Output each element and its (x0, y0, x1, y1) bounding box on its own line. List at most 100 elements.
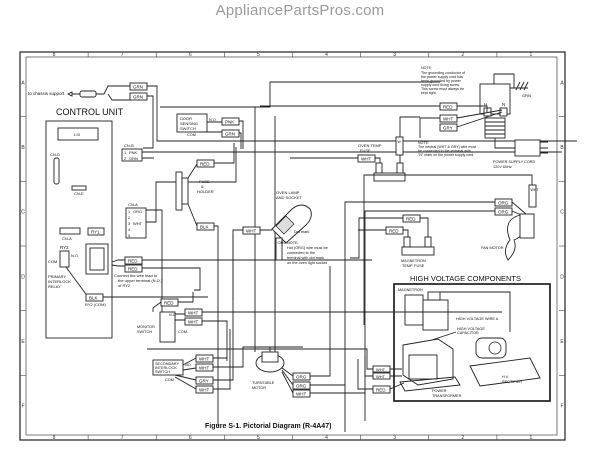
frame-marker: E (21, 339, 25, 345)
diagram-label: MOTOR (252, 386, 266, 390)
fan-motor: WHT ORG ORG FAN MOTOR (344, 174, 540, 432)
diagram-shape (242, 226, 261, 235)
diagram-shape (399, 376, 461, 392)
diagram-shape (232, 229, 272, 300)
monitor-switch: RED N.C. MONITOR SWITCH COM. WHT WHT (137, 292, 502, 361)
ry2-note: Connect the wire lead to (114, 273, 158, 278)
diagram-shape (142, 259, 372, 291)
diagram-label: POWER (432, 389, 447, 393)
diagram-shape (196, 222, 215, 231)
cn-b-connector: CN-B 1 PNK 2 GRN (121, 143, 562, 162)
power-supply-cord: NOTE: The grounding conductor of the pow… (260, 66, 548, 169)
frame-marker: 6 (189, 435, 192, 441)
diagram-label: 3 (128, 221, 131, 226)
diagram-label: COM (165, 378, 174, 382)
diagram-shape (89, 247, 105, 271)
diagram-label: of RY2 (118, 283, 131, 288)
diagram-label: CAPACITOR (457, 331, 479, 335)
diagram-shape (261, 351, 279, 363)
figure-caption: Figure S-1. Pictorial Diagram (R-4A47) (205, 423, 331, 430)
wire-tag: GRN (133, 85, 143, 90)
diagram-label: 2 (124, 156, 127, 161)
diagram-label: GRN (129, 156, 138, 161)
oven-lamp-socket: OVEN LAMP AND SOCKET WHT Dot mark ORG NO… (232, 190, 328, 300)
diagram-shape (260, 105, 503, 138)
diagram-label: Hot (ORG) wire must be (287, 246, 328, 250)
diagram-shape (385, 226, 404, 235)
diagram-label: This screw must always be (421, 87, 464, 91)
diagram-label: 4 (128, 227, 131, 232)
diagram-shape (146, 147, 237, 330)
diagram-shape (196, 159, 215, 168)
diagram-label: INTERLOCK (155, 366, 177, 370)
diagram-shape (184, 317, 203, 326)
diagram-label: WHT (531, 188, 540, 192)
frame-marker: A (560, 80, 564, 86)
site-title: AppliancePartsPros.com (215, 2, 385, 19)
diagram-shape (373, 172, 406, 182)
diagram-label: been grounded by power (421, 79, 462, 83)
diagram-label: SENSING (180, 121, 198, 126)
diagram-label: MONITOR (137, 325, 155, 329)
diagram-label: CN-B (124, 143, 134, 148)
diagram-shape (129, 92, 148, 101)
diagram-shape (65, 266, 89, 298)
diagram-shape (485, 121, 505, 135)
frame-marker: 1 (530, 435, 533, 441)
wire-tag: WHT (443, 117, 453, 122)
lsi-label: LSI (74, 132, 80, 137)
diagram-label: GRN (522, 93, 531, 98)
frame-marker: 2 (461, 435, 464, 441)
diagram-shape (290, 116, 420, 163)
cn-e-label: CN-E (74, 191, 84, 196)
diagram-shape (121, 148, 143, 162)
diagram-shape (174, 235, 303, 390)
diagram-label: 2 (128, 215, 131, 220)
diagram-shape (175, 311, 502, 361)
diagram-shape (143, 85, 577, 149)
diagram-shape (152, 359, 184, 376)
wire-tag: WHT (376, 374, 386, 379)
wire-tag: WHT (376, 367, 386, 372)
diagram-shape (195, 363, 214, 372)
diagram-shape (124, 264, 143, 273)
diagram-shape (493, 73, 529, 91)
diagram-label: FUSE (199, 179, 210, 184)
wire-tag: WHT (188, 311, 198, 316)
diagram-shape (175, 171, 183, 211)
ry2-label: RY2 (60, 245, 69, 250)
diagram-shape (79, 90, 97, 98)
wire-tag: ORG (296, 384, 307, 389)
diagram-label: SECONDARY (155, 362, 179, 366)
diagram-label: SWITCH (180, 126, 196, 131)
frame-marker: 5 (257, 435, 260, 441)
wire-tag: ORG (498, 210, 509, 215)
diagram-shape (187, 143, 235, 426)
diagram-shape (66, 91, 80, 97)
diagram-label: TEMP. FUSE (402, 264, 425, 268)
wire-tag: PNK (225, 120, 234, 125)
diagram-shape (375, 162, 383, 174)
diagram-label: FUSE (360, 148, 371, 153)
diagram-shape (59, 250, 70, 268)
wire-tag: GRY (443, 126, 453, 131)
diagram-shape (494, 138, 515, 149)
ry2-no-label: N.O. (71, 253, 79, 258)
diagram-label: CN-A (128, 202, 138, 207)
diagram-shape (395, 136, 404, 156)
diagram-shape (440, 291, 511, 332)
frame-marker: 3 (393, 435, 396, 441)
diagram-shape (221, 129, 240, 138)
diagram-shape (59, 227, 81, 235)
diagram-label: N (502, 102, 505, 107)
wire-tag: WHT (188, 320, 198, 325)
chassis-ground: to chassis support GRN GRN (28, 82, 577, 149)
diagram-label: ORG (278, 240, 287, 245)
wire-tag: GRN (225, 132, 235, 137)
diagram-label: HOLDER (197, 189, 214, 194)
cn-a-board-label: CN-A (62, 236, 72, 241)
frame-marker: C (21, 210, 25, 216)
diagram-shape (494, 207, 513, 216)
diagram-label: NOTE: (418, 141, 429, 145)
diagram-shape (408, 354, 438, 380)
